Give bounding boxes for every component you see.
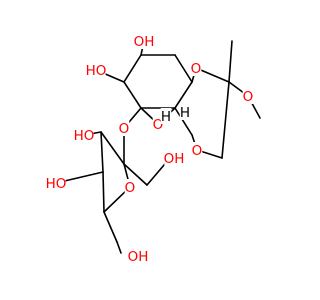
- svg-text:OH: OH: [128, 249, 149, 265]
- svg-text:O: O: [243, 89, 254, 105]
- atom-label-o_oh6: OH: [128, 248, 149, 265]
- atom-label-o_oh1: OH: [134, 33, 155, 50]
- svg-text:HO: HO: [86, 63, 107, 79]
- bond-C4-C5: [174, 81, 193, 109]
- svg-text:O: O: [125, 180, 136, 196]
- atom-label-h_a: H: [179, 104, 191, 121]
- svg-text:H: H: [180, 105, 190, 121]
- svg-text:O: O: [191, 61, 202, 77]
- atom-label-o_link: O: [119, 120, 130, 137]
- bond-CE-CH2b: [103, 211, 118, 243]
- bond-CB-CC: [100, 131, 104, 173]
- atom-label-o_ho3: HO: [74, 127, 95, 144]
- svg-text:OH: OH: [164, 151, 185, 167]
- bond-CH2b-O_OH6: [116, 241, 122, 254]
- atom-label-o_ho5: HO: [46, 175, 67, 192]
- bond-O_ring_a-C9: [195, 67, 230, 83]
- atom-label-o_pyr: O: [153, 116, 164, 133]
- svg-text:O: O: [119, 121, 130, 137]
- atom-label-o_fur: O: [125, 179, 136, 196]
- bond-C3-C4: [174, 54, 193, 83]
- atom-label-h_b: H: [160, 108, 172, 125]
- bond-CA-CH2a: [123, 163, 148, 186]
- bond-C7-C5: [174, 107, 193, 136]
- bond-C6-C1: [123, 81, 142, 109]
- atom-label-o_ho2: HO: [86, 62, 107, 79]
- atom-label-o_oh4: OH: [164, 150, 185, 167]
- svg-text:O: O: [153, 117, 164, 133]
- svg-text:O: O: [192, 143, 203, 159]
- bond-C9-C8: [221, 81, 230, 159]
- atom-label-o_ring_b: O: [192, 142, 203, 159]
- svg-text:H: H: [161, 109, 171, 125]
- atom-label-o_ome: O: [243, 88, 254, 105]
- atom-label-o_ring_a: O: [191, 60, 202, 77]
- bond-C1-C2: [123, 54, 142, 83]
- bond-CC-CE: [102, 171, 105, 213]
- svg-text:HO: HO: [74, 128, 95, 144]
- bond-C9-C_me: [228, 40, 233, 83]
- svg-text:OH: OH: [134, 34, 155, 50]
- svg-text:HO: HO: [46, 176, 67, 192]
- bond-CA-CB: [100, 131, 125, 165]
